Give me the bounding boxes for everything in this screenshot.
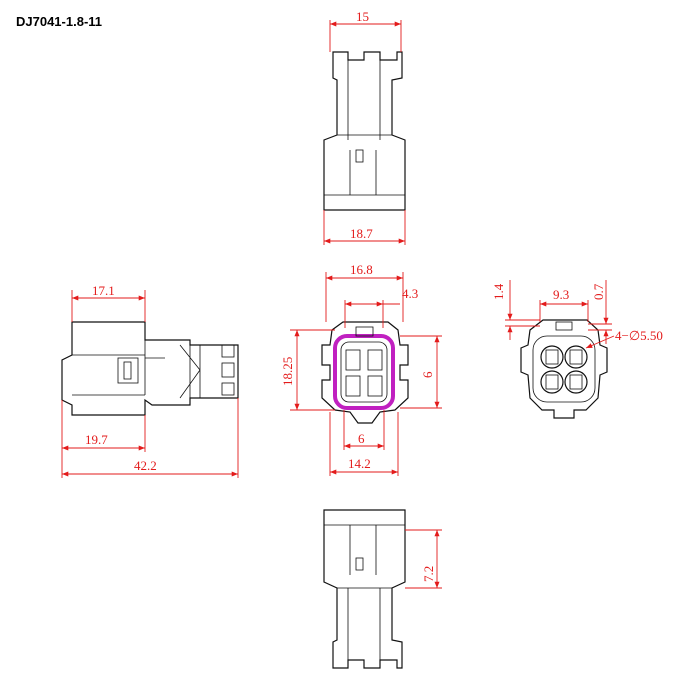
dim-overall-length: 42.2 (134, 458, 157, 473)
right-view: 1.4 9.3 0.7 4−∅5.50 (491, 280, 663, 419)
dim-front-width: 16.8 (350, 262, 373, 277)
dim-right-07: 0.7 (591, 283, 606, 300)
drawing-title: DJ7041-1.8-11 (16, 14, 102, 29)
front-view: 16.8 4.3 18.25 6 6 14.2 (280, 262, 442, 476)
dim-bottom-width: 18.7 (350, 226, 373, 241)
dim-base-width: 14.2 (348, 456, 371, 471)
dim-side-b: 19.7 (85, 432, 108, 447)
dim-front-height: 18.25 (280, 357, 295, 386)
side-view-dimensions: 17.1 19.7 42.2 (61, 283, 239, 478)
dim-top-width: 15 (356, 9, 369, 24)
top-view-dimensions: 15 18.7 (323, 9, 406, 245)
dim-bottom-height: 7.2 (421, 566, 436, 582)
dim-right-93: 9.3 (553, 287, 569, 302)
seal-ring (333, 334, 395, 410)
dim-side-a: 17.1 (92, 283, 115, 298)
top-view: 15 18.7 (323, 9, 406, 245)
bottom-view: 7.2 (323, 509, 442, 669)
dim-holes: 4−∅5.50 (615, 328, 663, 343)
dim-right-14: 1.4 (491, 283, 506, 300)
front-view-dimensions: 16.8 4.3 18.25 6 6 14.2 (280, 262, 442, 476)
side-view: 17.1 19.7 42.2 (61, 283, 239, 478)
dim-pin-pitch-horizontal: 6 (358, 431, 365, 446)
right-view-dimensions: 1.4 9.3 0.7 4−∅5.50 (491, 280, 663, 349)
bottom-view-dimensions: 7.2 (405, 529, 442, 589)
dim-pin-pitch-vertical: 6 (420, 371, 435, 378)
dim-front-offset: 4.3 (402, 286, 418, 301)
